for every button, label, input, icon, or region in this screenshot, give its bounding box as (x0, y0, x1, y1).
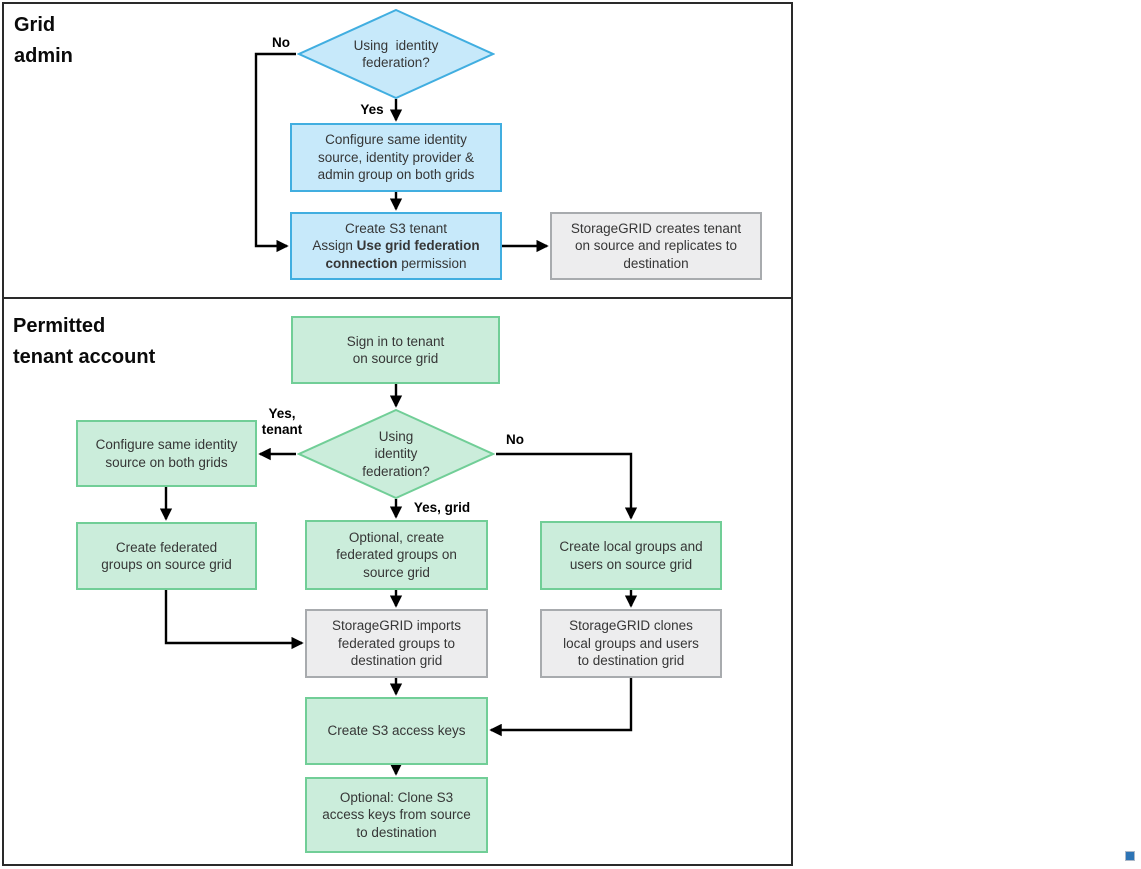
yes-grid-branch-label: Yes, grid (413, 500, 471, 515)
identity-federation-decision-admin: Using identity federation? (297, 9, 495, 99)
optional-federated-groups-box: Optional, create federated groups on sou… (305, 520, 488, 590)
create-s3-tenant-box: Create S3 tenant Assign Use grid federat… (290, 212, 502, 280)
create-federated-groups-box: Create federated groups on source grid (76, 522, 257, 590)
sign-in-tenant-box: Sign in to tenant on source grid (291, 316, 500, 384)
grid-admin-panel (2, 2, 793, 297)
identity-federation-decision-tenant: Using identity federation? (297, 409, 495, 499)
decision-diamond-shape (297, 9, 495, 99)
decision-text: Using (378, 428, 414, 444)
storagegrid-replicates-box: StorageGRID creates tenant on source and… (550, 212, 762, 280)
yes-tenant-branch-label: Yes,tenant (261, 406, 303, 437)
storagegrid-clones-box: StorageGRID clones local groups and user… (540, 609, 722, 678)
decision-diamond-shape (297, 409, 495, 499)
create-local-groups-box: Create local groups and users on source … (540, 521, 722, 590)
decision-text: federation? (362, 463, 430, 479)
decision-text: federation? (362, 55, 430, 70)
create-s3-access-keys-box: Create S3 access keys (305, 697, 488, 765)
clone-s3-access-keys-box: Optional: Clone S3 access keys from sour… (305, 777, 488, 853)
decision-text: Using identity (353, 37, 439, 53)
configure-identity-admin-box: Configure same identity source, identity… (290, 123, 502, 192)
decision-text: identity (374, 446, 418, 462)
selection-handle (1125, 851, 1135, 861)
yes-branch-label-admin: Yes (360, 102, 384, 117)
no-branch-label-tenant: No (506, 432, 524, 447)
no-branch-label-admin: No (272, 35, 290, 50)
tenant-panel (2, 297, 793, 866)
storagegrid-imports-box: StorageGRID imports federated groups to … (305, 609, 488, 678)
configure-identity-tenant-box: Configure same identity source on both g… (76, 420, 257, 487)
